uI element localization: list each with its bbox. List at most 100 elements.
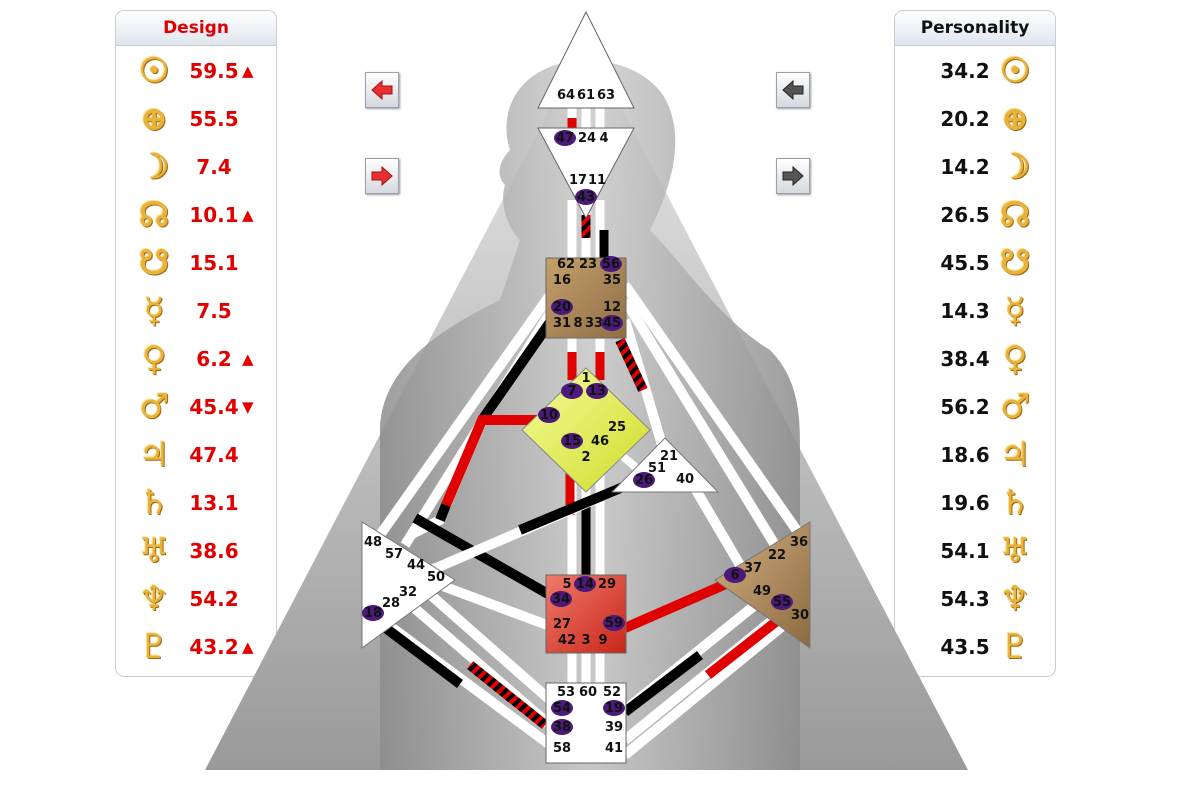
gate-54[interactable]: 54 [553, 701, 571, 716]
design-prev-button[interactable] [365, 72, 399, 108]
personality-title: Personality [895, 11, 1055, 46]
gate-51[interactable]: 51 [648, 461, 666, 476]
personality-panel: Personality ☉34.2⊕20.2☽14.2☊26.5☋45.5☿14… [894, 10, 1056, 677]
gate-49[interactable]: 49 [753, 584, 771, 599]
gate-21[interactable]: 21 [660, 449, 678, 464]
gate-13[interactable]: 13 [588, 384, 606, 399]
gate-53[interactable]: 53 [557, 685, 575, 700]
gate-14[interactable]: 14 [576, 577, 594, 592]
gate-41[interactable]: 41 [605, 741, 623, 756]
arrow-right-icon [782, 165, 804, 187]
gate-44[interactable]: 44 [407, 558, 425, 573]
gate-45[interactable]: 45 [603, 316, 621, 331]
design-value: 45.4 [189, 395, 239, 419]
gate-43[interactable]: 43 [577, 190, 595, 205]
gate-47[interactable]: 47 [556, 131, 574, 146]
south-node-icon: ☋ [999, 243, 1031, 283]
gate-35[interactable]: 35 [603, 273, 621, 288]
personality-value: 43.5 [940, 635, 990, 659]
gate-3[interactable]: 3 [581, 633, 590, 648]
gate-55[interactable]: 55 [773, 595, 791, 610]
root-center [545, 682, 627, 764]
gate-1[interactable]: 1 [581, 371, 590, 386]
personality-prev-button[interactable] [776, 72, 810, 108]
gate-17[interactable]: 17 [569, 173, 587, 188]
gate-33[interactable]: 33 [585, 316, 603, 331]
gate-25[interactable]: 25 [608, 420, 626, 435]
gate-19[interactable]: 19 [605, 701, 623, 716]
personality-row: ♅54.1 [895, 529, 1055, 573]
gate-31[interactable]: 31 [553, 316, 571, 331]
gate-40[interactable]: 40 [676, 472, 694, 487]
gate-7[interactable]: 7 [567, 384, 576, 399]
gate-50[interactable]: 50 [427, 570, 445, 585]
gate-4[interactable]: 4 [599, 131, 608, 146]
personality-row: ☉34.2 [895, 49, 1055, 93]
gate-12[interactable]: 12 [603, 300, 621, 315]
personality-value: 54.1 [940, 539, 990, 563]
personality-value: 38.4 [940, 347, 990, 371]
gate-39[interactable]: 39 [605, 720, 623, 735]
gate-34-marker [550, 591, 572, 607]
gate-38[interactable]: 38 [553, 720, 571, 735]
gate-18[interactable]: 18 [364, 606, 382, 621]
personality-row: ☋45.5 [895, 241, 1055, 285]
gate-58[interactable]: 58 [553, 741, 571, 756]
gate-8[interactable]: 8 [573, 316, 582, 331]
north-node-icon: ☊ [999, 195, 1031, 235]
design-value: 13.1 [189, 491, 239, 515]
gate-16[interactable]: 16 [553, 273, 571, 288]
gate-27[interactable]: 27 [553, 617, 571, 632]
saturn-icon: ♄ [999, 483, 1031, 523]
design-value: 7.5 [196, 299, 232, 323]
gate-48[interactable]: 48 [364, 535, 382, 550]
design-row: ♄ 13.1 [116, 481, 276, 525]
gate-28[interactable]: 28 [382, 596, 400, 611]
personality-next-button[interactable] [776, 158, 810, 194]
gate-59[interactable]: 59 [605, 616, 623, 631]
gate-56[interactable]: 56 [602, 257, 620, 272]
gate-9[interactable]: 9 [598, 633, 607, 648]
personality-row: ♇43.5 [895, 625, 1055, 669]
gate-61[interactable]: 61 [577, 88, 595, 103]
background-triangle [205, 40, 968, 770]
gate-34[interactable]: 34 [552, 592, 570, 607]
gate-62[interactable]: 62 [557, 257, 575, 272]
gate-63[interactable]: 63 [597, 88, 615, 103]
gate-2[interactable]: 2 [581, 450, 590, 465]
gate-15[interactable]: 15 [563, 434, 581, 449]
gate-38-marker [551, 719, 573, 735]
gate-11[interactable]: 11 [588, 173, 606, 188]
gate-37[interactable]: 37 [744, 561, 762, 576]
gate-64[interactable]: 64 [557, 88, 575, 103]
moon-icon: ☽ [999, 147, 1031, 187]
saturn-icon: ♄ [138, 483, 170, 523]
design-row: ♆54.2 [116, 577, 276, 621]
gate-30[interactable]: 30 [791, 608, 809, 623]
gate-24[interactable]: 24 [578, 131, 596, 146]
gate-22[interactable]: 22 [768, 548, 786, 563]
gate-46[interactable]: 46 [591, 434, 609, 449]
gate-32[interactable]: 32 [399, 585, 417, 600]
gate-20[interactable]: 20 [553, 300, 571, 315]
venus-icon: ♀ [1002, 339, 1028, 379]
design-row: ♂45.4▼ [116, 385, 276, 429]
gate-42[interactable]: 42 [558, 633, 576, 648]
mars-icon: ♂ [999, 387, 1031, 427]
centers [361, 10, 811, 764]
gate-5[interactable]: 5 [562, 577, 571, 592]
gate-36[interactable]: 36 [790, 535, 808, 550]
gate-10[interactable]: 10 [540, 408, 558, 423]
gate-52[interactable]: 52 [603, 685, 621, 700]
body-silhouette [380, 60, 800, 770]
design-next-button[interactable] [365, 158, 399, 194]
moon-icon: ☽ [138, 147, 170, 187]
ego-center [610, 437, 720, 493]
gate-23[interactable]: 23 [579, 257, 597, 272]
gate-60[interactable]: 60 [579, 685, 597, 700]
gate-57[interactable]: 57 [385, 547, 403, 562]
gate-26[interactable]: 26 [635, 473, 653, 488]
gate-6[interactable]: 6 [730, 568, 739, 583]
gate-29[interactable]: 29 [598, 577, 616, 592]
design-value: 55.5 [189, 107, 239, 131]
